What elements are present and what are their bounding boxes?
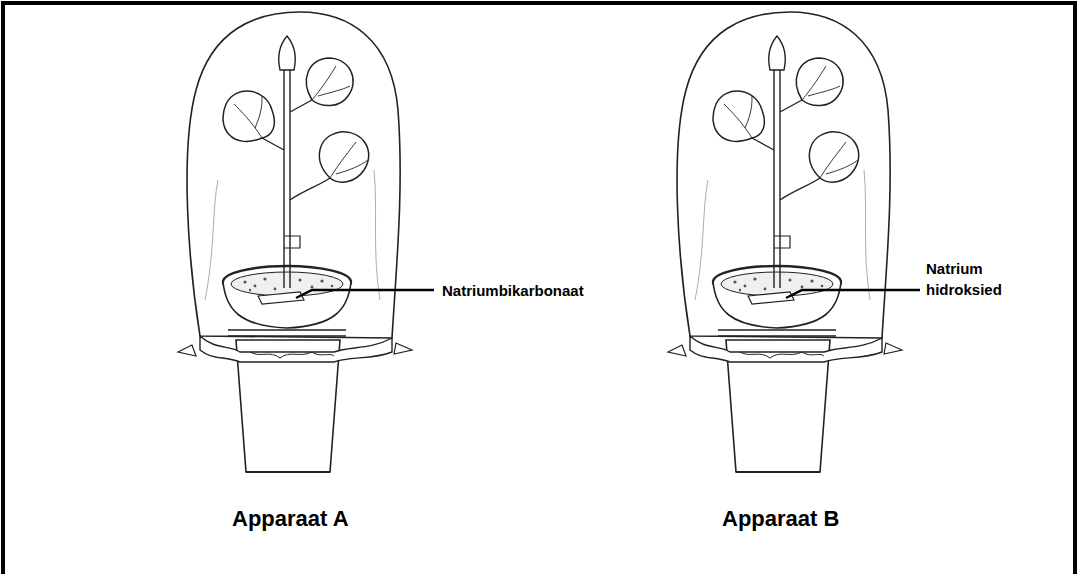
apparatus-label: Apparaat B <box>720 505 841 533</box>
chemical-label: Natrium hidroksied <box>924 257 1028 301</box>
chemical-label: Natriumbikarbonaat <box>440 279 586 302</box>
apparatus-label: Apparaat A <box>230 505 351 533</box>
